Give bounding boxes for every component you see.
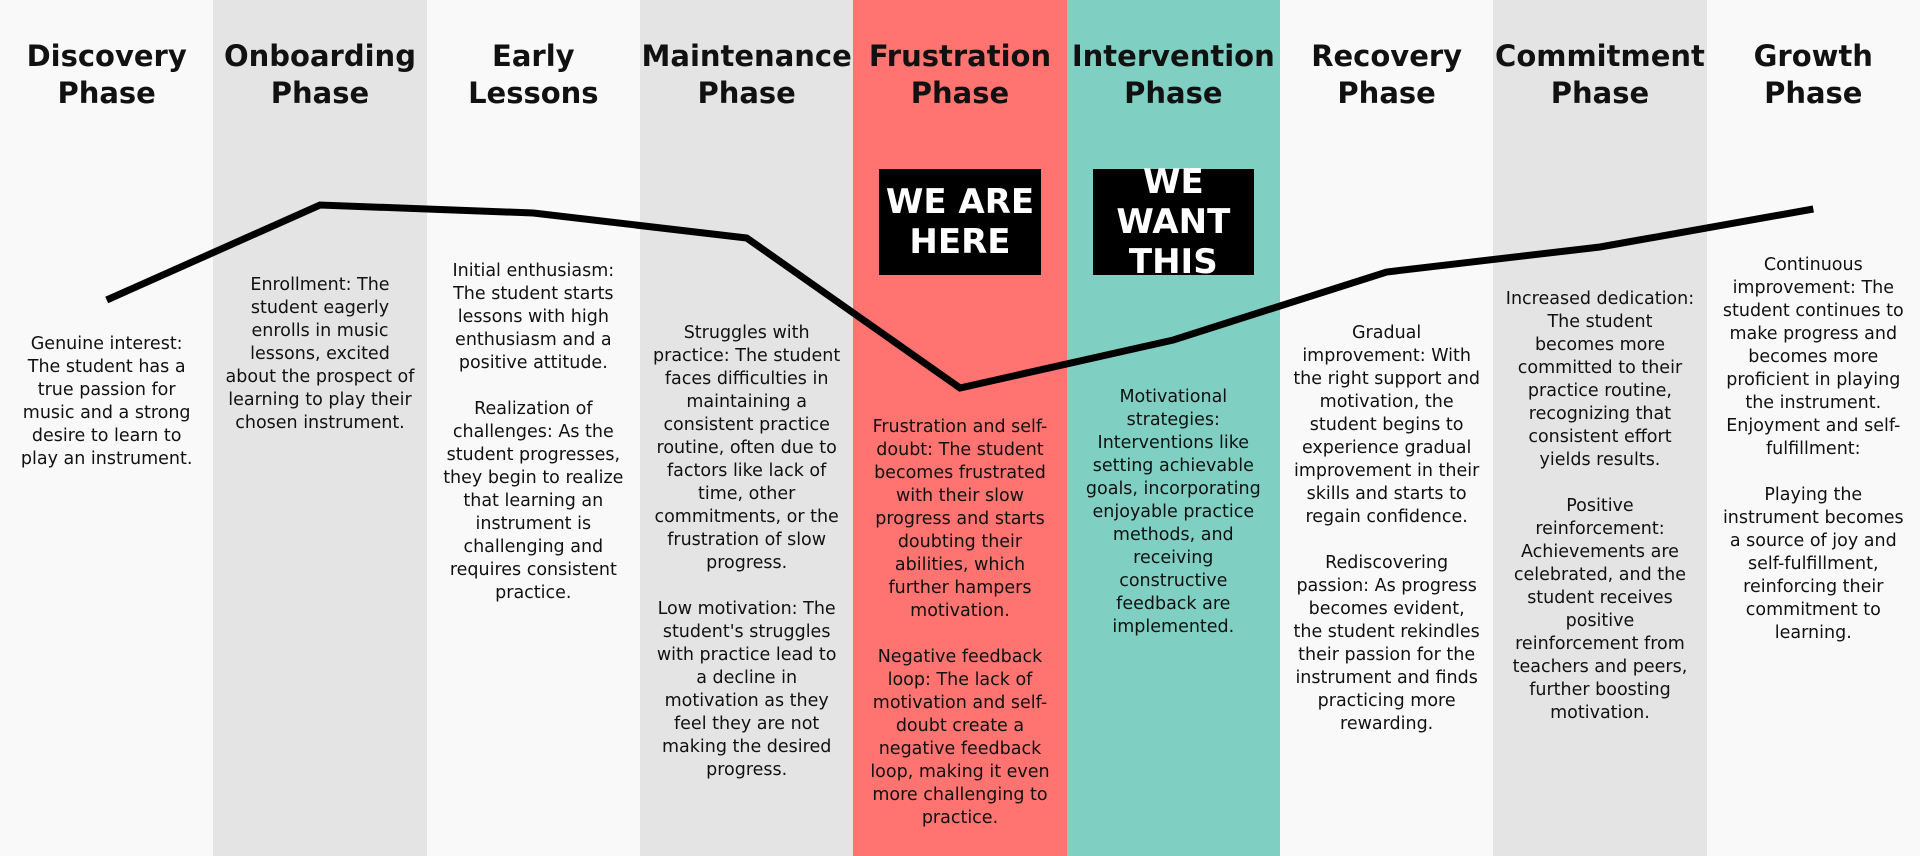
phase-column-discovery: Discovery Phase Genuine interest: The st… (0, 0, 214, 856)
phase-title-onboarding: Onboarding Phase (224, 39, 416, 110)
phase-title-recovery: Recovery Phase (1311, 39, 1463, 110)
we-want-this-callout: WE WANT THIS (1092, 162, 1254, 282)
phase-column-recovery: Recovery Phase Gradual improvement: With… (1279, 0, 1494, 856)
phase-title-maintenance: Maintenance Phase (641, 39, 852, 110)
phase-title-intervention: Intervention Phase (1071, 39, 1275, 110)
phase-column-onboarding: Onboarding Phase Enrollment: The student… (213, 0, 427, 856)
phase-column-maintenance: Maintenance Phase Struggles with practic… (639, 0, 854, 856)
phase-description-recovery: Gradual improvement: With the right supp… (1293, 323, 1480, 734)
phase-title-early-lessons: Early Lessons (468, 39, 599, 110)
phase-description-maintenance: Struggles with practice: The student fac… (653, 323, 841, 780)
phase-description-discovery: Genuine interest: The student has a true… (20, 334, 193, 469)
phase-column-intervention: Intervention Phase Motivational strategi… (1066, 0, 1280, 856)
phase-title-discovery: Discovery Phase (26, 39, 187, 110)
phase-column-early-lessons: Early Lessons Initial enthusiasm: The st… (426, 0, 640, 856)
we-are-here-callout: WE ARE HERE (879, 169, 1041, 275)
phase-title-frustration: Frustration Phase (868, 39, 1052, 110)
phase-description-commitment: Increased dedication: The student become… (1505, 289, 1695, 723)
phase-description-frustration: Frustration and self-doubt: The student … (870, 417, 1050, 828)
phase-description-early-lessons: Initial enthusiasm: The student starts l… (443, 261, 624, 603)
phase-description-growth: Continuous improvement: The student cont… (1722, 255, 1904, 643)
phase-column-frustration: Frustration Phase Frustration and self-d… (853, 0, 1067, 856)
phase-column-growth: Growth Phase Continuous improvement: The… (1706, 0, 1920, 856)
phase-description-intervention: Motivational strategies: Interventions l… (1085, 387, 1261, 637)
phase-title-commitment: Commitment Phase (1495, 39, 1705, 110)
phase-description-onboarding: Enrollment: The student eagerly enrolls … (225, 275, 415, 433)
phase-column-commitment: Commitment Phase Increased dedication: T… (1493, 0, 1707, 856)
phase-title-growth: Growth Phase (1753, 39, 1873, 110)
